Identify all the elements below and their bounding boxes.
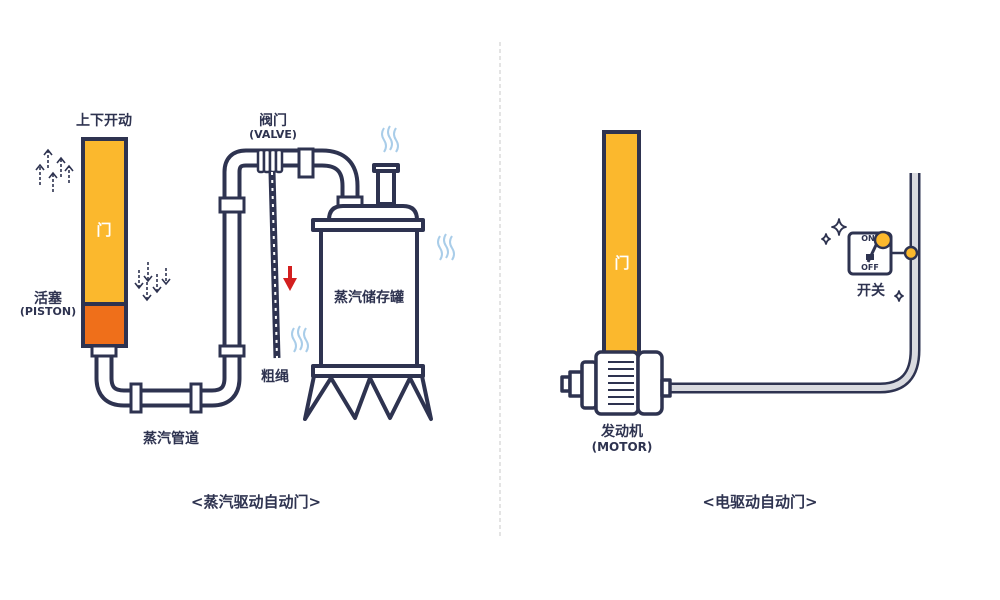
switch-label: 开关	[857, 283, 885, 299]
motor-label: 发动机	[601, 424, 643, 440]
updown-label: 上下开动	[76, 113, 132, 129]
tank-label: 蒸汽储存罐	[334, 290, 404, 306]
piston-en-label: (PISTON)	[19, 305, 77, 318]
valve-icon	[256, 148, 284, 174]
pipe-label: 蒸汽管道	[143, 431, 199, 447]
switch-box	[847, 230, 893, 276]
motor-en-label: (MOTOR)	[591, 440, 653, 454]
sparkle-icons	[821, 218, 904, 302]
piston-label: 活塞	[34, 291, 62, 307]
electric-door	[602, 130, 641, 362]
up-arrows-icon	[35, 148, 74, 192]
motor	[560, 350, 672, 416]
steam-pipe	[94, 148, 360, 408]
electric-cable	[665, 173, 921, 394]
switch-off-label: OFF	[861, 263, 879, 272]
piston	[81, 302, 128, 348]
valve-label: 阀门	[259, 113, 287, 129]
down-arrows-icon	[134, 262, 171, 302]
steam-door-label: 门	[96, 221, 112, 239]
red-down-arrow-icon	[283, 266, 297, 291]
electric-door-label: 门	[614, 254, 630, 272]
cable-junction	[903, 245, 919, 261]
switch-on-label: ON	[861, 234, 875, 243]
steam-caption: <蒸汽驱动自动门>	[190, 493, 322, 511]
steam-tank	[303, 163, 433, 421]
rope	[268, 171, 281, 359]
rope-label: 粗绳	[261, 369, 289, 385]
motor-fins	[608, 361, 634, 405]
electric-caption: <电驱动自动门>	[702, 493, 818, 511]
valve-en-label: (VALVE)	[249, 128, 297, 141]
steam-wisp-icons	[291, 125, 455, 353]
